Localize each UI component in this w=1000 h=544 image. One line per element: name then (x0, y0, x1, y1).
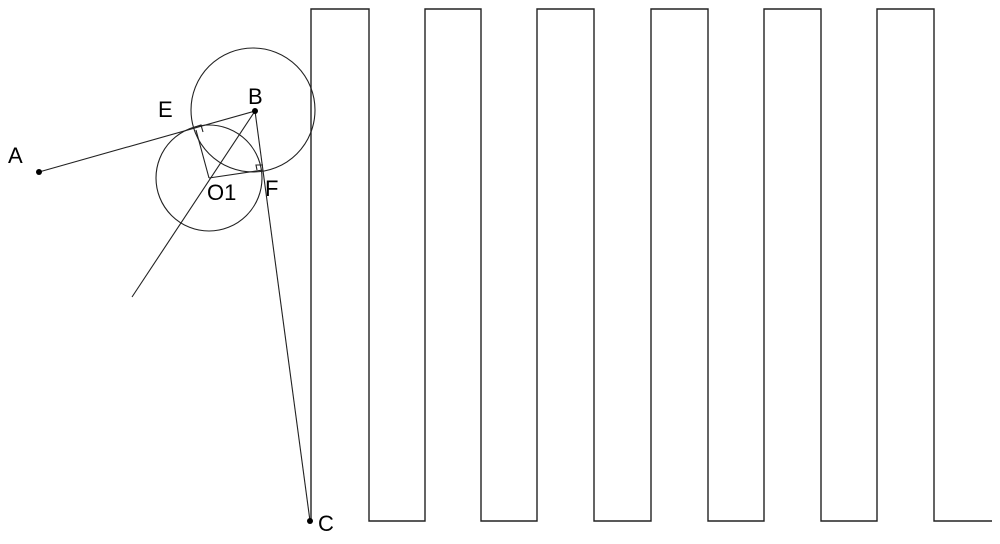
line-o1-f (209, 170, 263, 178)
point-a (36, 169, 42, 175)
line-b-c (255, 111, 310, 521)
comb-outline (311, 9, 992, 521)
label-a: A (8, 143, 23, 168)
label-f: F (265, 176, 278, 201)
label-o1: O1 (207, 180, 236, 205)
label-c: C (318, 511, 334, 536)
point-c (307, 518, 313, 524)
line-b-through-o1 (132, 111, 255, 297)
line-a-b (39, 111, 255, 172)
line-o1-e (196, 130, 209, 178)
label-b: B (248, 84, 263, 109)
label-e: E (158, 97, 173, 122)
